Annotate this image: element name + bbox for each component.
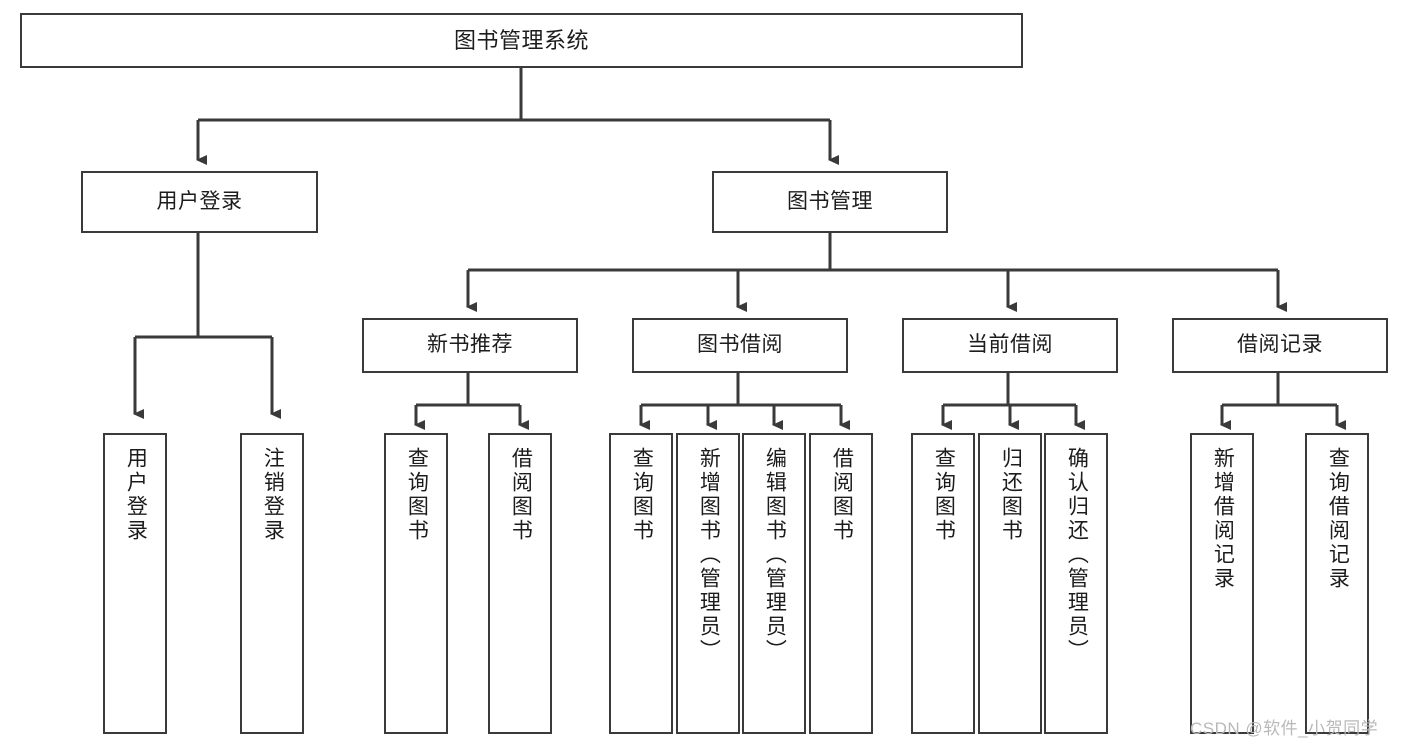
leaf-query-book-2[interactable]: 查询图书 [609, 433, 673, 734]
node-label: 查询图书 [932, 447, 956, 543]
node-user-login[interactable]: 用户登录 [81, 171, 318, 233]
node-label: 查询借阅记录 [1326, 447, 1350, 591]
leaf-user-login[interactable]: 用户登录 [103, 433, 167, 734]
node-label: 确认归还（管理员） [1065, 447, 1089, 663]
node-current-borrow[interactable]: 当前借阅 [902, 318, 1118, 373]
node-label: 新书推荐 [427, 333, 513, 357]
leaf-borrow-book-1[interactable]: 借阅图书 [488, 433, 552, 734]
node-label: 新增借阅记录 [1211, 447, 1235, 591]
watermark-text: CSDN @软件_小贺同学 [1190, 719, 1379, 738]
leaf-query-book-1[interactable]: 查询图书 [384, 433, 448, 734]
node-label: 借阅记录 [1237, 333, 1323, 357]
node-borrow-record[interactable]: 借阅记录 [1172, 318, 1388, 373]
leaf-return-book[interactable]: 归还图书 [978, 433, 1042, 734]
node-label: 用户登录 [124, 447, 148, 543]
node-label: 新增图书（管理员） [697, 447, 721, 663]
leaf-add-borrow-record[interactable]: 新增借阅记录 [1190, 433, 1254, 734]
node-label: 归还图书 [999, 447, 1023, 543]
leaf-query-borrow-record[interactable]: 查询借阅记录 [1305, 433, 1369, 734]
node-root-system[interactable]: 图书管理系统 [20, 13, 1023, 68]
node-label: 当前借阅 [967, 333, 1053, 357]
node-book-management[interactable]: 图书管理 [712, 171, 948, 233]
node-label: 借阅图书 [830, 447, 854, 543]
node-label: 查询图书 [630, 447, 654, 543]
node-book-borrow[interactable]: 图书借阅 [632, 318, 848, 373]
node-label: 注销登录 [261, 447, 285, 543]
leaf-edit-book-admin[interactable]: 编辑图书（管理员） [742, 433, 806, 734]
node-label: 查询图书 [405, 447, 429, 543]
leaf-confirm-return-admin[interactable]: 确认归还（管理员） [1044, 433, 1108, 734]
leaf-query-book-3[interactable]: 查询图书 [911, 433, 975, 734]
leaf-borrow-book-2[interactable]: 借阅图书 [809, 433, 873, 734]
node-label: 图书管理 [787, 189, 873, 213]
node-new-book-recommend[interactable]: 新书推荐 [362, 318, 578, 373]
node-label: 借阅图书 [509, 447, 533, 543]
node-label: 用户登录 [156, 189, 243, 213]
leaf-add-book-admin[interactable]: 新增图书（管理员） [676, 433, 740, 734]
leaf-user-logout[interactable]: 注销登录 [240, 433, 304, 734]
node-label: 编辑图书（管理员） [763, 447, 787, 663]
node-label: 图书借阅 [697, 333, 783, 357]
node-label: 图书管理系统 [453, 27, 589, 53]
